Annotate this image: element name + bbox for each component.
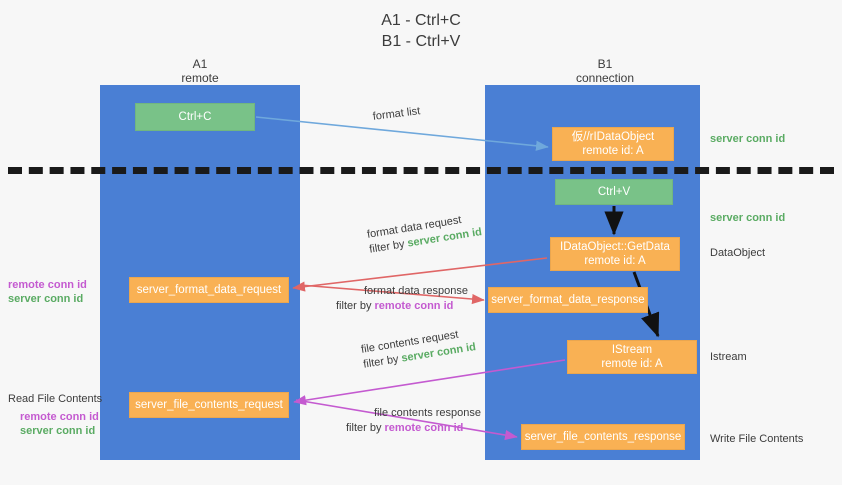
- column-header-b1: B1 connection: [575, 57, 635, 85]
- edge-label-file-contents-request: file contents request filter by server c…: [360, 325, 477, 372]
- node-ctrl-v[interactable]: Ctrl+V: [555, 179, 673, 205]
- node-istream-title: IStream: [611, 344, 653, 356]
- filter-prefix: filter by: [336, 300, 375, 312]
- read-file-contents-ids: remote conn id server conn id: [20, 410, 102, 438]
- right-note-server-conn-id-1: server conn id: [710, 133, 786, 145]
- node-server-file-contents-request-label: server_file_contents_request: [135, 399, 283, 411]
- read-fc-remote-conn-id: remote conn id: [20, 411, 99, 423]
- node-ctrl-c-label: Ctrl+C: [178, 111, 212, 123]
- node-idataobject-title: 仮//rIDataObject: [571, 131, 655, 143]
- node-ctrl-v-label: Ctrl+V: [597, 186, 631, 198]
- page-title: A1 - Ctrl+C B1 - Ctrl+V: [381, 12, 461, 50]
- filter-key-remote-conn-id: remote conn id: [374, 300, 454, 312]
- edge-label-format-data-request: format data request filter by server con…: [366, 210, 483, 257]
- node-server-format-data-response-label: server_format_data_response: [491, 294, 645, 306]
- phase-divider: [8, 167, 834, 174]
- right-note-write-file-contents: Write File Contents: [710, 433, 804, 445]
- left-note-remote-conn-id: remote conn id: [8, 279, 87, 291]
- node-server-format-data-request-label: server_format_data_request: [136, 284, 282, 296]
- right-note-istream: Istream: [710, 351, 747, 363]
- node-idataobject-getdata[interactable]: IDataObject::GetData remote id: A: [550, 237, 680, 271]
- node-istream[interactable]: IStream remote id: A: [567, 340, 697, 374]
- node-ctrl-c[interactable]: Ctrl+C: [135, 103, 255, 131]
- edge-label-file-contents-response-filter: filter by remote conn id: [346, 421, 481, 436]
- right-note-server-conn-id-2: server conn id: [710, 212, 786, 224]
- left-note-server-conn-id: server conn id: [8, 293, 84, 305]
- node-server-format-data-request[interactable]: server_format_data_request: [129, 277, 289, 303]
- node-idataobject-subtitle: remote id: A: [582, 145, 644, 157]
- node-getdata-subtitle: remote id: A: [584, 255, 646, 267]
- right-note-dataobject: DataObject: [710, 247, 766, 259]
- edge-label-format-data-response-filter: filter by remote conn id: [336, 299, 468, 314]
- edge-label-format-data-response-text: format data response: [364, 285, 468, 297]
- edge-label-file-contents-response: file contents response filter by remote …: [346, 406, 481, 436]
- node-istream-subtitle: remote id: A: [601, 358, 663, 370]
- filter-key-remote-conn-id: remote conn id: [384, 422, 464, 434]
- edge-label-file-contents-response-text: file contents response: [374, 407, 482, 419]
- edge-label-format-list: format list: [372, 104, 421, 125]
- column-header-a1: A1 remote: [181, 57, 219, 85]
- left-note-read-file-contents: Read File Contents remote conn id server…: [8, 392, 102, 438]
- left-note-conn-ids: remote conn id server conn id: [8, 278, 87, 306]
- node-server-format-data-response[interactable]: server_format_data_response: [488, 287, 648, 313]
- node-idataobject-remote[interactable]: 仮//rIDataObject remote id: A: [552, 127, 674, 161]
- edge-label-format-data-response: format data response filter by remote co…: [336, 284, 468, 314]
- filter-prefix: filter by: [346, 422, 385, 434]
- read-file-contents-heading: Read File Contents: [8, 393, 103, 405]
- node-server-file-contents-response-label: server_file_contents_response: [524, 431, 682, 443]
- read-fc-server-conn-id: server conn id: [20, 425, 96, 437]
- node-server-file-contents-response[interactable]: server_file_contents_response: [521, 424, 685, 450]
- node-server-file-contents-request[interactable]: server_file_contents_request: [129, 392, 289, 418]
- node-getdata-title: IDataObject::GetData: [560, 241, 670, 253]
- edge-label-format-list-text: format list: [372, 105, 421, 123]
